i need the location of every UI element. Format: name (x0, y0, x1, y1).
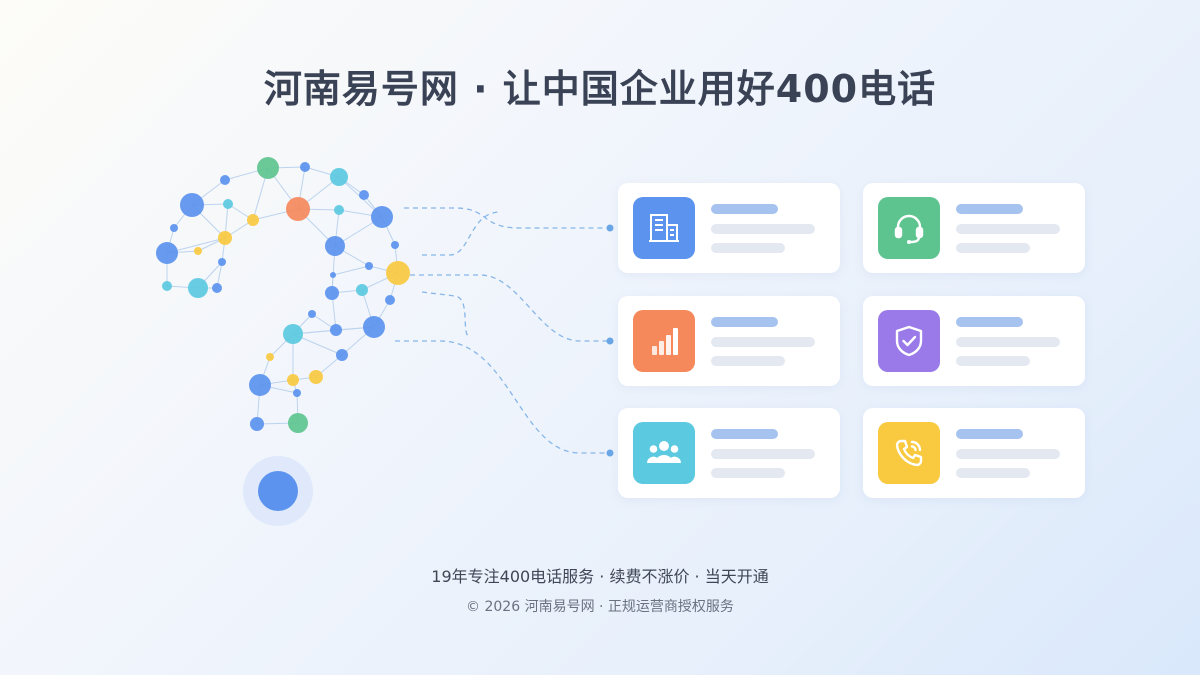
bar-chart-icon (652, 328, 678, 355)
network-node (391, 241, 399, 249)
shield-tile (878, 310, 940, 372)
building-tile (633, 197, 695, 259)
network-node (300, 162, 310, 172)
feature-card-chart[interactable] (618, 296, 840, 386)
network-node (330, 324, 342, 336)
connector-end-dot (606, 224, 614, 232)
network-node (385, 295, 395, 305)
network-node (288, 413, 308, 433)
network-node (250, 417, 264, 431)
phone-tile (878, 422, 940, 484)
card-title-placeholder (711, 317, 778, 327)
connector-line (422, 211, 501, 256)
connector-line (410, 274, 610, 342)
feature-card-phone[interactable] (863, 408, 1085, 498)
network-node (194, 247, 202, 255)
network-node (218, 231, 232, 245)
feature-card-people[interactable] (618, 408, 840, 498)
card-line-placeholder (956, 468, 1030, 478)
network-node (308, 310, 316, 318)
shield-check-icon (895, 325, 923, 357)
network-node (325, 236, 345, 256)
chart-tile (633, 310, 695, 372)
network-node (223, 199, 233, 209)
network-node (212, 283, 222, 293)
network-node (170, 224, 178, 232)
card-line-placeholder (711, 243, 785, 253)
network-node (156, 242, 178, 264)
connector-end-dot (606, 337, 614, 345)
card-title-placeholder (956, 204, 1023, 214)
network-node (356, 284, 368, 296)
question-dot (243, 456, 313, 526)
card-line-placeholder (956, 356, 1030, 366)
network-node (247, 214, 259, 226)
feature-card-headset[interactable] (863, 183, 1085, 273)
network-node (257, 157, 279, 179)
card-title-placeholder (711, 204, 778, 214)
card-title-placeholder (956, 429, 1023, 439)
network-node (283, 324, 303, 344)
footer-copyright: © 2026 河南易号网 · 正规运营商授权服务 (466, 599, 734, 615)
network-node (218, 258, 226, 266)
network-edge (332, 265, 370, 276)
building-icon (649, 214, 679, 242)
network-node (363, 316, 385, 338)
people-icon (647, 441, 681, 463)
network-node (220, 175, 230, 185)
card-line-placeholder (711, 468, 785, 478)
connector-line (404, 207, 610, 229)
network-node (371, 206, 393, 228)
network-node (359, 190, 369, 200)
card-line-placeholder (711, 224, 815, 234)
network-node (330, 272, 336, 278)
network-node (287, 374, 299, 386)
headset-icon (894, 214, 924, 244)
network-node (334, 205, 344, 215)
network-node (386, 261, 410, 285)
headset-tile (878, 197, 940, 259)
network-node (325, 286, 339, 300)
network-node (162, 281, 172, 291)
network-node (293, 389, 301, 397)
connector-line (395, 340, 610, 454)
card-line-placeholder (956, 224, 1060, 234)
network-node (188, 278, 208, 298)
network-node (365, 262, 373, 270)
network-node (266, 353, 274, 361)
card-line-placeholder (711, 356, 785, 366)
feature-card-building[interactable] (618, 183, 840, 273)
people-tile (633, 422, 695, 484)
card-title-placeholder (711, 429, 778, 439)
phone-icon (895, 439, 923, 467)
footer-tagline: 19年专注400电话服务 · 续费不涨价 · 当天开通 (431, 567, 769, 586)
connector-line (421, 291, 469, 337)
page-title: 河南易号网 · 让中国企业用好400电话 (263, 67, 937, 111)
network-node (180, 193, 204, 217)
card-title-placeholder (956, 317, 1023, 327)
network-node (249, 374, 271, 396)
network-node (309, 370, 323, 384)
card-line-placeholder (711, 449, 815, 459)
card-line-placeholder (956, 449, 1060, 459)
card-line-placeholder (956, 337, 1060, 347)
card-line-placeholder (956, 243, 1030, 253)
network-node (286, 197, 310, 221)
connector-end-dot (606, 449, 614, 457)
network-node (330, 168, 348, 186)
card-line-placeholder (711, 337, 815, 347)
feature-card-shield[interactable] (863, 296, 1085, 386)
network-node (336, 349, 348, 361)
